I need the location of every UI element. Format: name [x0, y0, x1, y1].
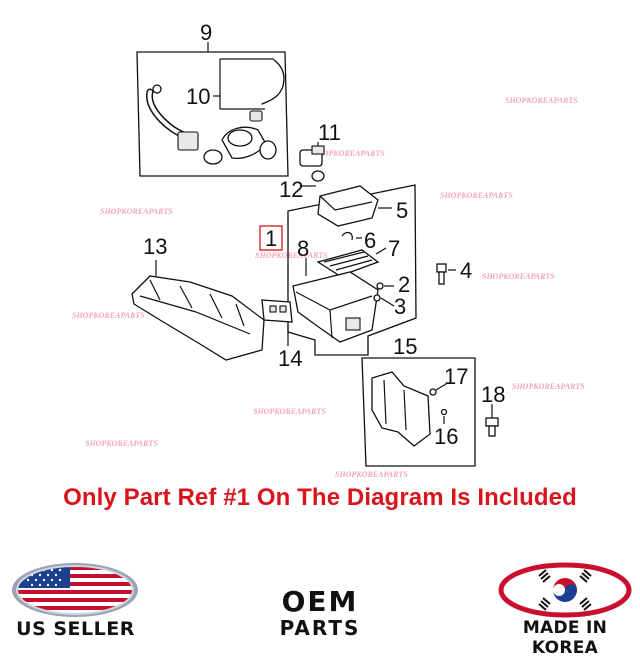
us-seller-label: US SELLER	[16, 618, 135, 640]
group-15-resonator	[361, 357, 476, 467]
callout-7: 7	[388, 236, 400, 261]
callout-6: 6	[364, 228, 376, 253]
bolt-4	[436, 263, 456, 285]
watermark: SHOPKOREAPARTS	[440, 191, 513, 200]
callout-16: 16	[434, 424, 458, 449]
oem-label: OEM	[281, 585, 359, 618]
watermark: SHOPKOREAPARTS	[482, 272, 555, 281]
duct-13	[131, 260, 265, 361]
highlight-box-1	[259, 225, 283, 251]
included-part-note: Only Part Ref #1 On The Diagram Is Inclu…	[63, 484, 577, 511]
callout-5: 5	[396, 198, 408, 223]
us-seller-badge: US SELLER	[8, 562, 143, 640]
callout-10: 10	[186, 84, 210, 109]
watermarks: SHOPKOREAPARTS SHOPKOREAPARTS SHOPKOREAP…	[72, 96, 585, 479]
watermark: SHOPKOREAPARTS	[512, 382, 585, 391]
callout-4: 4	[460, 258, 472, 283]
callout-13: 13	[143, 234, 167, 259]
bracket-14	[261, 299, 293, 346]
watermark: SHOPKOREAPARTS	[335, 470, 408, 479]
us-flag-oval-icon	[12, 563, 138, 617]
callout-9: 9	[200, 20, 212, 45]
callout-15: 15	[393, 334, 417, 359]
sensor-11-12	[299, 142, 325, 187]
made-in-korea-badge: MADE IN KOREA	[495, 562, 635, 658]
watermark: SHOPKOREAPARTS	[312, 149, 385, 158]
oem-parts-badge: OEM PARTS	[255, 585, 385, 640]
callout-1: 1	[265, 226, 277, 251]
parts-diagram: SHOPKOREAPARTS SHOPKOREAPARTS SHOPKOREAP…	[72, 20, 585, 479]
callout-17: 17	[444, 364, 468, 389]
callout-14: 14	[278, 346, 302, 371]
group-9-hose-assembly	[136, 42, 289, 177]
watermark: SHOPKOREAPARTS	[100, 207, 173, 216]
korea-flag-oval-icon	[498, 562, 632, 618]
callout-8: 8	[297, 236, 309, 261]
callout-12: 12	[279, 177, 303, 202]
callout-2: 2	[398, 272, 410, 297]
watermark: SHOPKOREAPARTS	[72, 311, 145, 320]
callout-3: 3	[394, 294, 406, 319]
watermark: SHOPKOREAPARTS	[253, 407, 326, 416]
watermark: SHOPKOREAPARTS	[505, 96, 578, 105]
watermark: SHOPKOREAPARTS	[255, 251, 328, 260]
group-1-air-cleaner	[259, 184, 417, 356]
callout-18: 18	[481, 382, 505, 407]
made-in-korea-label: MADE IN KOREA	[522, 618, 608, 658]
screw-18	[485, 404, 499, 437]
parts-label: PARTS	[279, 616, 361, 640]
callout-11: 11	[318, 120, 341, 145]
watermark: SHOPKOREAPARTS	[85, 439, 158, 448]
callouts: 9 10 11 12 1 5 6 7 8 2 3 4 13 14 15 17 1…	[143, 20, 505, 449]
